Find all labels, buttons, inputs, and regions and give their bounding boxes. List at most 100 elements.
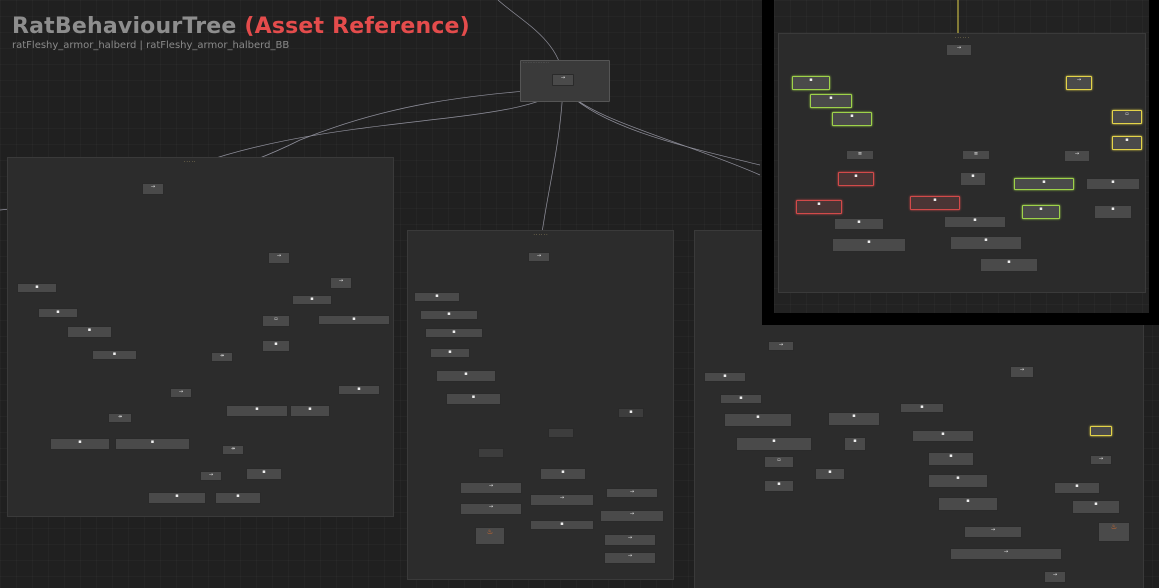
task-node[interactable]: ▪ xyxy=(420,310,478,320)
task-node[interactable]: ▪ xyxy=(38,308,78,318)
task-node[interactable]: ▪ xyxy=(900,403,944,413)
task-node[interactable]: ▫ xyxy=(262,315,290,327)
task-node[interactable]: ▪ xyxy=(828,412,880,426)
task-node[interactable]: ▪ xyxy=(92,350,137,360)
sequence-node[interactable]: → xyxy=(768,341,794,351)
task-node[interactable]: ▪ xyxy=(1022,205,1060,219)
decorator-node[interactable]: ≡ xyxy=(962,150,990,160)
task-node[interactable]: → xyxy=(600,510,664,522)
task-node[interactable]: ▪ xyxy=(414,292,460,302)
task-icon: → xyxy=(990,527,996,533)
task-node[interactable]: ▪ xyxy=(832,112,872,126)
task-node[interactable]: ▪ xyxy=(720,394,762,404)
task-node[interactable]: ▪ xyxy=(17,283,57,293)
task-node[interactable]: ▪ xyxy=(1112,136,1142,150)
task-node[interactable]: ▪ xyxy=(430,348,470,358)
task-node[interactable]: ▪ xyxy=(912,430,974,442)
selector-node[interactable]: → xyxy=(1090,455,1112,465)
sequence-node[interactable]: → xyxy=(552,74,574,86)
task-node[interactable]: ▪ xyxy=(938,497,998,511)
task-node[interactable]: ▪ xyxy=(838,172,874,186)
task-node[interactable]: → xyxy=(604,552,656,564)
task-node[interactable]: ▪ xyxy=(67,326,112,338)
decorator-node[interactable] xyxy=(478,448,504,458)
task-node[interactable]: → xyxy=(1044,571,1066,583)
task-node[interactable]: ▪ xyxy=(910,196,960,210)
zoom-inset-view[interactable]: · · · · · · → ▪ ▪ ▪ → ▫ ▪ ≡ ≡ → ▪ ▪ ▪ ▪ … xyxy=(774,0,1149,313)
task-node[interactable]: → xyxy=(460,503,522,515)
task-node[interactable]: ▪ xyxy=(736,437,812,451)
task-node[interactable]: ▪ xyxy=(844,437,866,451)
selector-node[interactable]: ↠ xyxy=(222,445,244,455)
task-node[interactable]: ▪ xyxy=(246,468,282,480)
task-node[interactable]: → xyxy=(460,482,522,494)
selector-node[interactable]: → xyxy=(1066,76,1092,90)
selector-node[interactable]: → xyxy=(170,388,192,398)
decorator-node[interactable]: ≡ xyxy=(846,150,874,160)
task-node[interactable]: ▪ xyxy=(796,200,842,214)
task-node[interactable]: → xyxy=(530,494,594,506)
task-node[interactable]: ▪ xyxy=(1014,178,1074,190)
task-icon: ▪ xyxy=(561,469,565,475)
task-node[interactable]: → xyxy=(606,488,658,498)
task-node[interactable]: ▪ xyxy=(980,258,1038,272)
task-node[interactable]: ▪ xyxy=(1054,482,1100,494)
inset-group[interactable]: · · · · · · xyxy=(778,33,1146,293)
task-node[interactable]: ▪ xyxy=(292,295,332,305)
decorator-node[interactable] xyxy=(548,428,574,438)
selector-node[interactable]: → xyxy=(330,277,352,289)
task-node[interactable]: ▪ xyxy=(815,468,845,480)
task-node[interactable]: ▪ xyxy=(1086,178,1140,190)
task-node[interactable]: → xyxy=(964,526,1022,538)
task-node[interactable]: ▪ xyxy=(834,218,884,230)
task-node[interactable]: ▪ xyxy=(950,236,1022,250)
task-node[interactable]: ▪ xyxy=(792,76,830,90)
group-left[interactable]: · · · · · xyxy=(7,157,394,517)
selector-node[interactable]: → xyxy=(200,471,222,481)
selector-node[interactable]: ↠ xyxy=(211,352,233,362)
task-node[interactable]: ♨ xyxy=(1098,522,1130,542)
task-node[interactable]: ▪ xyxy=(928,452,974,466)
task-node[interactable]: ▪ xyxy=(944,216,1006,228)
task-node[interactable]: ▪ xyxy=(338,385,380,395)
decorator-node[interactable]: ▪ xyxy=(618,408,644,418)
task-node[interactable]: ▪ xyxy=(262,340,290,352)
task-node[interactable]: ▪ xyxy=(960,172,986,186)
task-node[interactable]: ▪ xyxy=(704,372,746,382)
task-node[interactable]: ▪ xyxy=(436,370,496,382)
task-node[interactable]: ▪ xyxy=(724,413,792,427)
task-icon: ▪ xyxy=(817,201,821,207)
task-node[interactable]: ▪ xyxy=(764,480,794,492)
task-node[interactable]: ▪ xyxy=(318,315,390,325)
selector-node[interactable]: ↠ xyxy=(108,413,132,423)
task-node[interactable]: ▪ xyxy=(226,405,288,417)
task-node[interactable]: ♨ xyxy=(475,527,505,545)
task-node[interactable]: ▪ xyxy=(530,520,594,530)
task-node[interactable]: → xyxy=(950,548,1062,560)
task-node[interactable]: ▫ xyxy=(764,456,794,468)
task-icon: ▪ xyxy=(1007,259,1011,265)
selector-node[interactable]: → xyxy=(268,252,290,264)
sequence-node[interactable]: → xyxy=(528,252,550,262)
selector-node[interactable]: → xyxy=(1064,150,1090,162)
sequence-node[interactable]: → xyxy=(142,183,164,195)
task-node[interactable]: ▪ xyxy=(1094,205,1132,219)
sequence-node[interactable]: → xyxy=(1010,366,1034,378)
task-node[interactable]: ▪ xyxy=(810,94,852,108)
task-node[interactable]: ▪ xyxy=(832,238,906,252)
task-node[interactable]: ▪ xyxy=(50,438,110,450)
task-node[interactable]: ▪ xyxy=(290,405,330,417)
task-node[interactable]: ▪ xyxy=(1072,500,1120,514)
task-node[interactable]: ▪ xyxy=(540,468,586,480)
task-node[interactable]: ▪ xyxy=(115,438,190,450)
task-node[interactable]: ▪ xyxy=(446,393,501,405)
task-node[interactable]: → xyxy=(604,534,656,546)
task-node[interactable]: ▫ xyxy=(1112,110,1142,124)
task-node[interactable]: ▪ xyxy=(928,474,988,488)
task-node[interactable]: ▪ xyxy=(215,492,261,504)
sequence-node[interactable]: → xyxy=(946,44,972,56)
decorator-node[interactable] xyxy=(1090,426,1112,436)
task-node[interactable]: ▪ xyxy=(425,328,483,338)
task-node[interactable]: ▪ xyxy=(148,492,206,504)
